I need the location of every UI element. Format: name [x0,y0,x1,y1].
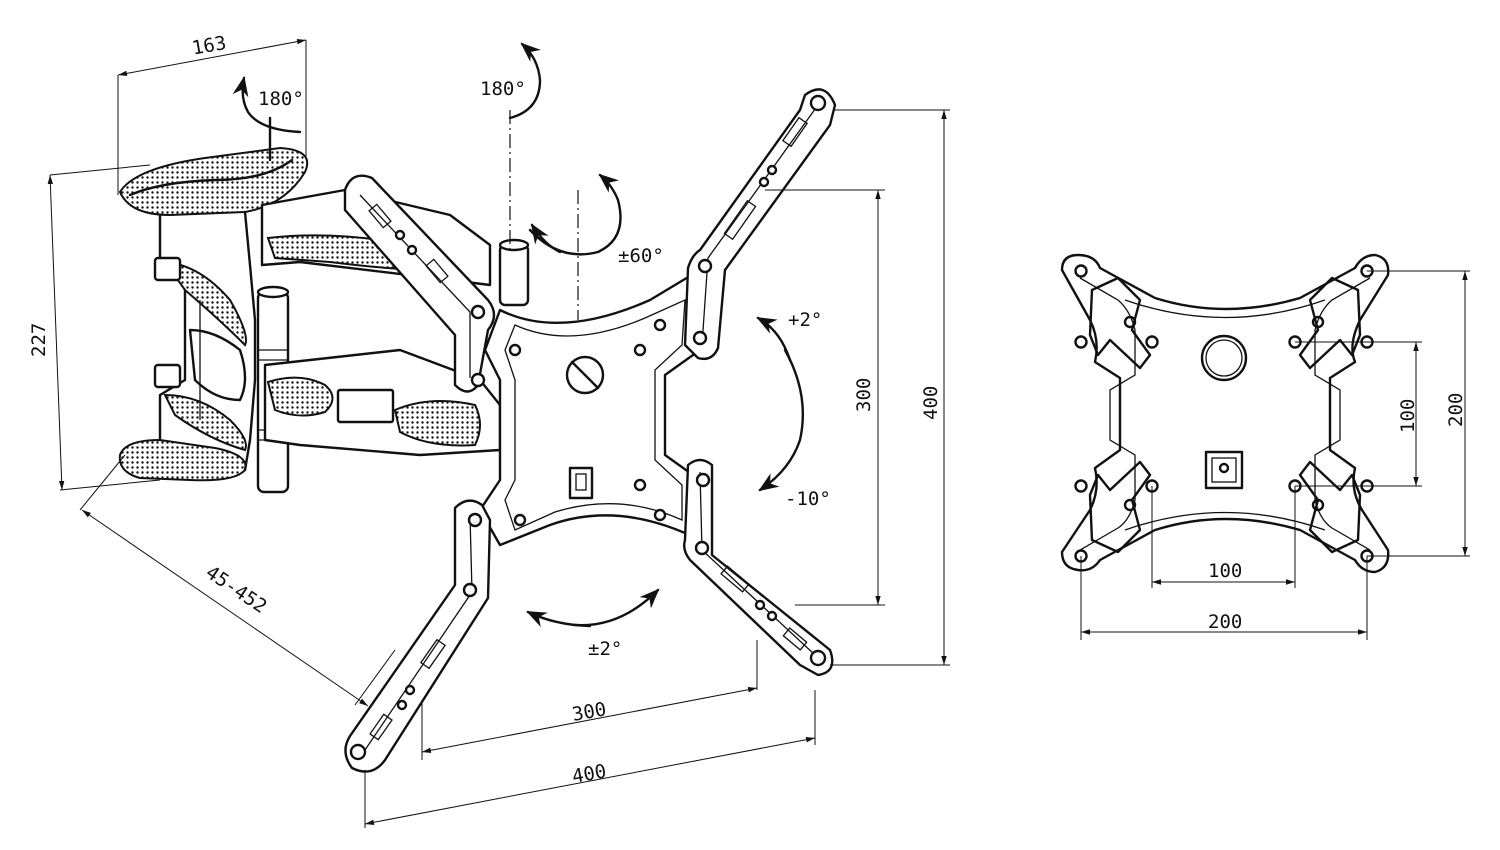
dim-plate-200-vertical [1367,270,1470,557]
dim-300-vertical-label: 300 [853,378,875,412]
wall-swivel-arrow [232,76,302,134]
hole-200-tl [1074,264,1088,278]
slot-lower-left [1088,460,1152,554]
hole-aux-1 [1074,335,1088,349]
dim-plate-100-vertical [1295,341,1422,487]
dim-227 [47,164,161,491]
dim-400-vertical-label: 400 [920,386,942,420]
dim-163 [117,38,307,195]
hole-aux-3 [1074,479,1088,493]
slot-lower-right [1298,460,1362,554]
rotation-arrow-tail [526,610,592,628]
dim-plate-100-vertical-label: 100 [1397,399,1419,433]
dim-plate-100-horizontal [1151,486,1296,588]
tilt-down-label: -10° [785,488,831,510]
dim-400-vertical [830,109,950,666]
dim-plate-200-horizontal-label: 200 [1208,611,1242,633]
dim-400-horizontal-label: 400 [570,760,608,788]
dim-45-452 [79,454,396,707]
dim-400-horizontal [364,690,816,828]
dim-plate-200-vertical-label: 200 [1445,393,1467,427]
lock-slot [1204,450,1244,490]
slot-upper-left [1088,276,1152,370]
dim-300-vertical [765,189,885,606]
adapter-arm-upper-right [683,88,837,361]
dim-45-452-label: 45-452 [202,561,271,618]
rotation-label: ±2° [588,638,622,660]
tilt-arrow-tail [756,316,792,362]
hole-aux-7 [1123,498,1137,512]
vesa-plate [478,268,702,547]
dim-300-horizontal-label: 300 [570,698,608,726]
swivel-arrow-tail [530,223,562,254]
rotation-arrow [573,588,660,627]
dim-plate-100-horizontal-label: 100 [1208,560,1242,582]
dim-227-label: 227 [28,323,50,357]
slot-upper-right [1298,276,1362,370]
hole-aux-5 [1123,315,1137,329]
plate-view: 100 200 100 200 [1060,253,1470,640]
plate-outline [1060,253,1390,574]
arm-swivel-arrow [508,42,542,120]
wall-swivel-label: 180° [258,88,304,110]
adapter-arm-upper-left [343,174,496,393]
tilt-up-label: +2° [788,309,822,331]
cable-hole [1200,334,1248,382]
swivel-label: ±60° [618,245,664,267]
swivel-arrow [528,173,622,256]
dim-plate-200-horizontal [1080,556,1368,640]
arm-swivel-label: 180° [480,78,526,100]
hole-100-tl [1145,335,1159,349]
hole-aux-8 [1311,498,1325,512]
tilt-arrow [758,348,805,492]
adapter-arm-lower-right [682,458,834,677]
hole-aux-6 [1311,315,1325,329]
main-view: 163 227 45-452 300 400 300 400 180° 180°… [28,32,950,828]
adapter-arm-lower-left [344,499,492,773]
